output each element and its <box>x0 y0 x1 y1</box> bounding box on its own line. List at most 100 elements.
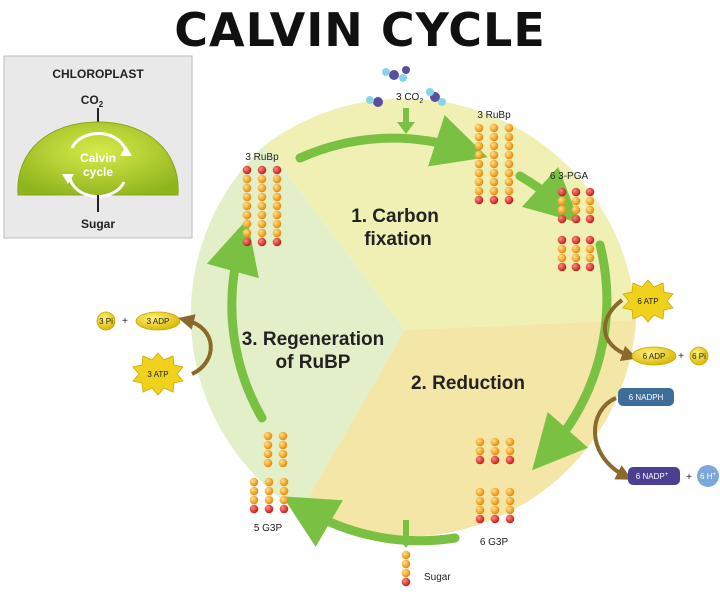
bead <box>489 168 499 178</box>
bead <box>249 486 259 496</box>
bead <box>474 159 484 169</box>
g3p-bottom-chain <box>490 487 500 524</box>
bead <box>505 505 515 515</box>
bead <box>505 455 515 465</box>
bead <box>571 196 581 206</box>
bead <box>504 132 514 142</box>
rubp-left-chain <box>242 165 252 247</box>
bead <box>242 219 252 229</box>
bead <box>571 205 581 215</box>
bead <box>474 168 484 178</box>
cycle-ring <box>206 115 612 547</box>
bead <box>257 201 267 211</box>
nadph-label: 6 NADPH <box>629 393 664 402</box>
atp-burst-left <box>132 352 184 396</box>
bead <box>257 174 267 184</box>
phase-carbon-fixation-line2: fixation <box>364 229 432 250</box>
bead <box>557 214 567 224</box>
bead <box>557 235 567 245</box>
pga-label: 6 3-PGA <box>550 171 589 182</box>
bead <box>571 244 581 254</box>
bead <box>242 192 252 202</box>
bead <box>489 186 499 196</box>
bead <box>474 195 484 205</box>
bead <box>475 487 485 497</box>
cycle-arrow-icon <box>70 131 128 153</box>
bead <box>257 228 267 238</box>
atp-right-label: 6 ATP <box>637 297 658 306</box>
bead <box>489 195 499 205</box>
bead <box>505 437 515 447</box>
bead <box>257 237 267 247</box>
bead <box>489 141 499 151</box>
atp-burst-right <box>622 279 674 323</box>
bead <box>401 568 411 578</box>
g3p-bottom-chain <box>505 487 515 524</box>
g3p-bottom-chain <box>490 437 500 465</box>
bead <box>242 228 252 238</box>
pi-left-label: 3 Pi <box>99 317 113 326</box>
rubp-top-chain <box>504 123 514 205</box>
inset-sugar-label: Sugar <box>81 217 115 231</box>
phase-reduction: 2. Reduction <box>411 373 525 394</box>
bead <box>272 210 282 220</box>
bead <box>242 174 252 184</box>
bead <box>249 477 259 487</box>
bead <box>264 477 274 487</box>
bead <box>475 446 485 456</box>
cycle-sectors <box>190 98 636 537</box>
pga-chain <box>571 235 581 272</box>
chloroplast-inset: CHLOROPLAST CO2 Calvin cycle Sugar <box>3 55 193 239</box>
bead <box>571 235 581 245</box>
adp-right-pill <box>631 346 677 366</box>
pi-right-bead <box>689 346 709 366</box>
pi-left-bead <box>96 311 116 331</box>
bead <box>504 141 514 151</box>
bead <box>490 487 500 497</box>
pga-chain <box>557 235 567 272</box>
sector-reduction <box>300 320 636 537</box>
bead <box>257 183 267 193</box>
bead <box>263 440 273 450</box>
bead <box>504 159 514 169</box>
bead <box>505 496 515 506</box>
bead <box>585 235 595 245</box>
bead <box>585 196 595 206</box>
phase-carbon-fixation: 1. Carbon <box>351 206 439 227</box>
bead <box>242 165 252 175</box>
bead <box>474 150 484 160</box>
bead <box>490 437 500 447</box>
g3p-left-chain <box>279 477 289 514</box>
bead <box>571 214 581 224</box>
bead <box>278 440 288 450</box>
bead <box>278 458 288 468</box>
inset-cycle-label: cycle <box>83 165 113 179</box>
nadph-pill <box>618 388 674 406</box>
bead <box>504 168 514 178</box>
bead <box>475 505 485 515</box>
bead <box>489 177 499 187</box>
co2-label: 3 CO2 <box>396 92 423 105</box>
g3p-bottom-chain <box>475 437 485 465</box>
bead <box>585 205 595 215</box>
bead <box>242 201 252 211</box>
bead <box>489 150 499 160</box>
bead <box>585 214 595 224</box>
pga-chain <box>557 187 567 224</box>
bead <box>279 477 289 487</box>
g3p-left-chain <box>263 431 273 468</box>
bead <box>557 187 567 197</box>
inset-co2-label: CO2 <box>81 93 104 109</box>
plus-right: + <box>678 351 684 362</box>
atp-left-label: 3 ATP <box>147 370 168 379</box>
sugar-output-arrow <box>397 520 415 548</box>
pi-right-label: 6 Pi <box>692 352 706 361</box>
bead <box>505 446 515 456</box>
chloroplast-shape <box>17 121 179 196</box>
bead <box>490 446 500 456</box>
plus-nadp: + <box>686 472 692 483</box>
bead <box>249 495 259 505</box>
bead <box>242 237 252 247</box>
bead <box>585 262 595 272</box>
